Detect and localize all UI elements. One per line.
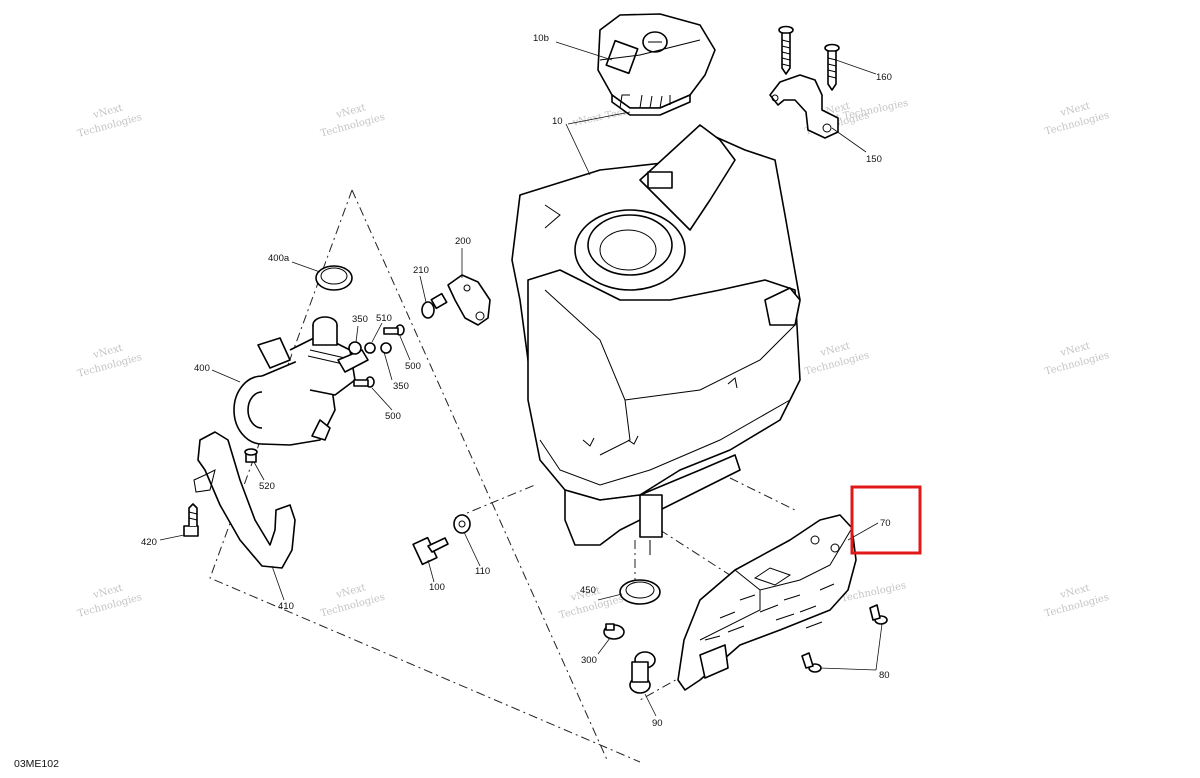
highlight-box-70 xyxy=(850,485,922,555)
screw-80-b xyxy=(801,652,822,673)
fitting-90 xyxy=(629,651,656,694)
callout-500-b: 500 xyxy=(385,411,401,422)
callout-450: 450 xyxy=(580,585,596,596)
callout-160: 160 xyxy=(876,72,892,83)
callout-labels: 10b 10 160 150 200 210 400a 350 510 350 … xyxy=(141,33,892,729)
callout-110: 110 xyxy=(475,566,490,577)
callout-400a: 400a xyxy=(268,253,290,264)
screw-160-b xyxy=(824,43,840,91)
screw-420 xyxy=(183,503,199,537)
callout-100: 100 xyxy=(429,582,445,593)
callout-80: 80 xyxy=(879,670,890,681)
leader-lines xyxy=(159,41,883,717)
bracket-200 xyxy=(447,274,491,326)
fuel-pump xyxy=(233,316,369,446)
callout-510: 510 xyxy=(376,313,392,324)
o-ring-400a xyxy=(315,265,353,291)
callout-10b: 10b xyxy=(533,33,549,44)
pump-fittings xyxy=(348,324,405,388)
callout-70: 70 xyxy=(880,518,891,529)
screw-210 xyxy=(421,292,448,319)
bolt-100 xyxy=(412,536,449,566)
callout-200: 200 xyxy=(455,236,471,247)
screw-160-a xyxy=(778,25,794,75)
callout-400: 400 xyxy=(194,363,210,374)
screw-80-a xyxy=(869,604,888,625)
clamp-520 xyxy=(244,448,258,463)
skid-plate-70 xyxy=(677,514,857,691)
fuel-cap xyxy=(597,13,716,116)
callout-520: 520 xyxy=(259,481,275,492)
strap-410 xyxy=(193,431,296,569)
callout-420: 420 xyxy=(141,537,157,548)
callout-90: 90 xyxy=(652,718,663,729)
clamp-300 xyxy=(603,623,625,640)
callout-210: 210 xyxy=(413,265,429,276)
callout-300: 300 xyxy=(581,655,597,666)
callout-10: 10 xyxy=(552,116,563,127)
clamp-450 xyxy=(619,579,661,605)
callout-500-a: 500 xyxy=(405,361,421,372)
callout-350-a: 350 xyxy=(352,314,368,325)
fuel-tank xyxy=(511,124,801,555)
callout-150: 150 xyxy=(866,154,882,165)
washer-110 xyxy=(453,514,471,534)
callout-410: 410 xyxy=(278,601,294,612)
figure-reference-code: 03ME102 xyxy=(14,758,59,770)
callout-350-b: 350 xyxy=(393,381,409,392)
